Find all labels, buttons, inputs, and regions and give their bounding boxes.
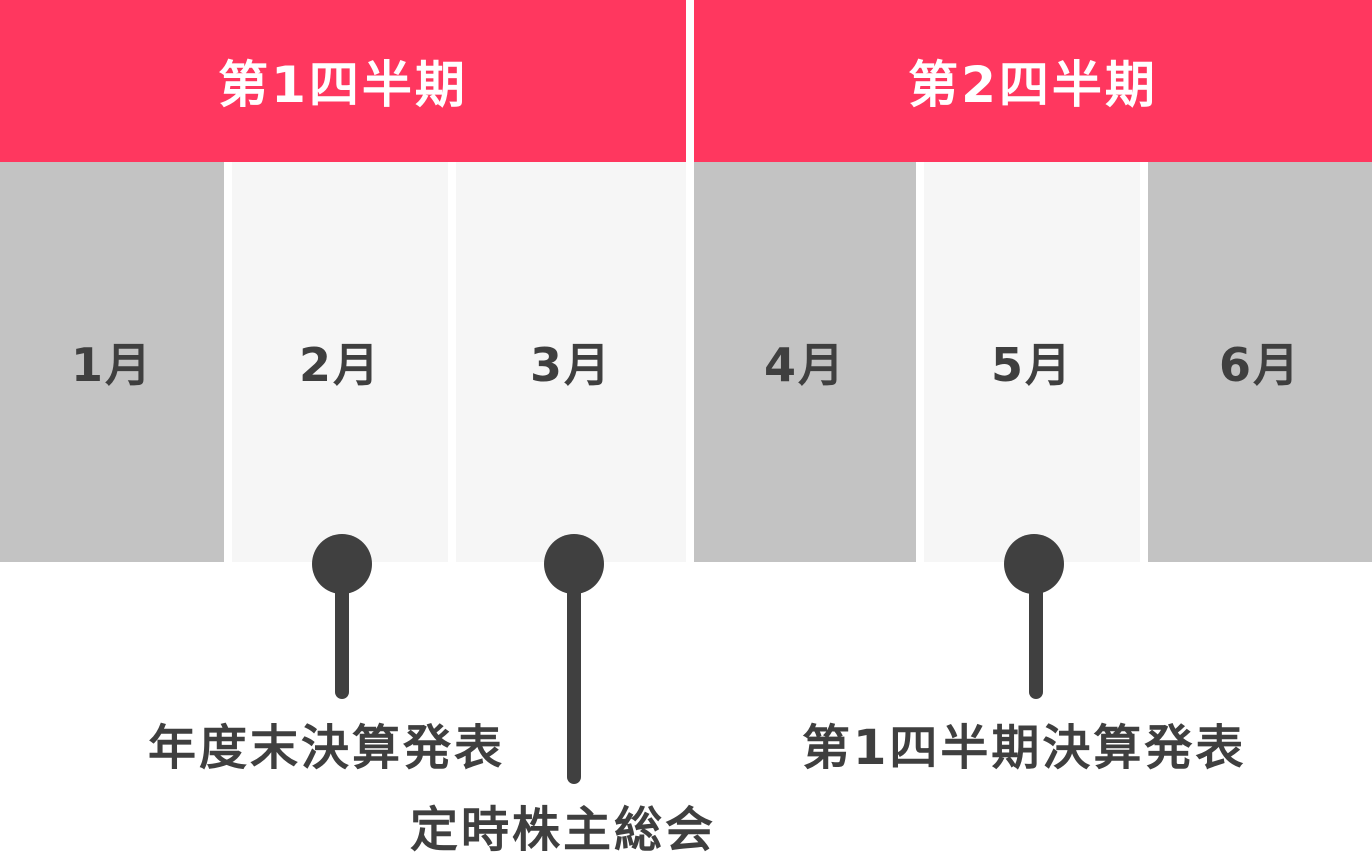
month-label: 1月: [70, 338, 153, 392]
event-marker-stem: [567, 580, 581, 784]
quarter-label: 第2四半期: [908, 56, 1158, 114]
event-marker-stem: [335, 580, 349, 699]
month-label: 2月: [298, 338, 381, 392]
month-column-4: 4月: [694, 162, 916, 562]
event-marker-stem: [1029, 580, 1043, 699]
month-label: 4月: [763, 338, 846, 392]
quarter-label: 第1四半期: [218, 56, 468, 114]
month-label: 5月: [990, 338, 1073, 392]
month-column-2: 2月: [232, 162, 448, 562]
event-label-shareholders-meeting: 定時株主総会: [410, 802, 717, 858]
month-column-5: 5月: [924, 162, 1140, 562]
month-column-6: 6月: [1148, 162, 1372, 562]
month-column-3: 3月: [456, 162, 686, 562]
month-label: 3月: [529, 338, 612, 392]
month-column-1: 1月: [0, 162, 224, 562]
month-label: 6月: [1218, 338, 1301, 392]
event-label-fiscal-year-end: 年度末決算発表: [148, 720, 506, 776]
quarter-header-q2: 第2四半期: [694, 0, 1372, 162]
event-marker-dot: [544, 534, 604, 594]
event-marker-dot: [1004, 534, 1064, 594]
event-label-q1-results: 第1四半期決算発表: [802, 720, 1247, 776]
quarter-header-q1: 第1四半期: [0, 0, 686, 162]
event-marker-dot: [312, 534, 372, 594]
